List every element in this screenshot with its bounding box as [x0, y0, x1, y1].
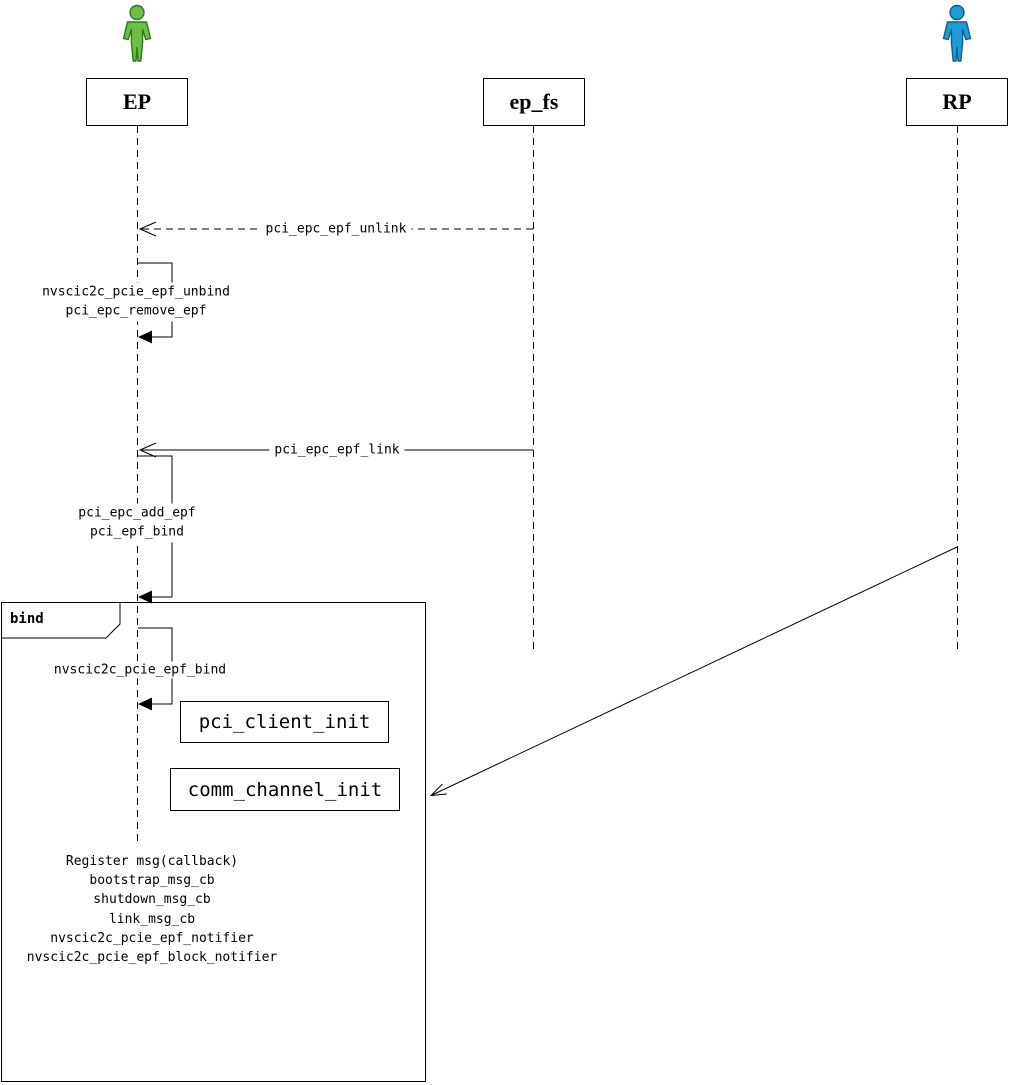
register-line-5: nvscic2c_pcie_epf_notifier [50, 930, 254, 946]
register-line-2: bootstrap_msg_cb [89, 873, 215, 889]
actor-label-rp: RP [942, 89, 972, 114]
add-epf-label-line-2: pci_epf_bind [90, 524, 184, 539]
link-message-label: pci_epc_epf_link [269, 441, 405, 459]
register-line-3: shutdown_msg_cb [93, 892, 211, 908]
actor-box-ep: EP [86, 78, 188, 126]
rp-person-icon [942, 4, 972, 62]
register-line-6: nvscic2c_pcie_epf_block_notifier [26, 950, 278, 966]
register-line-4: link_msg_cb [108, 911, 196, 927]
unbind-self-message-label: nvscic2c_pcie_epf_unbind pci_epc_remove_… [38, 282, 234, 322]
pci-client-init-box: pci_client_init [180, 701, 389, 743]
bind-frame-outline [1, 602, 426, 1082]
ep-person-icon [122, 4, 152, 62]
actor-box-rp: RP [906, 78, 1008, 126]
register-line-1: Register msg(callback) [65, 854, 239, 869]
actor-label-ep-fs: ep_fs [509, 89, 559, 114]
pci-client-init-label: pci_client_init [198, 711, 371, 733]
bind-frame-label: bind [10, 611, 44, 627]
comm-channel-init-label: comm_channel_init [187, 778, 383, 801]
unbind-label-line-1: nvscic2c_pcie_epf_unbind [42, 284, 230, 300]
unbind-label-line-2: pci_epc_remove_epf [65, 303, 207, 318]
actor-label-ep: EP [122, 89, 152, 114]
add-epf-label-line-1: pci_epc_add_epf [78, 505, 196, 521]
rp-to-comm-channel-arrow [429, 546, 958, 797]
actor-box-ep-fs: ep_fs [483, 78, 585, 126]
add-epf-self-message-label: pci_epc_add_epf pci_epf_bind [74, 503, 200, 543]
unlink-message-label: pci_epc_epf_unlink [260, 220, 412, 238]
comm-channel-init-box: comm_channel_init [170, 768, 400, 811]
epf-bind-self-message-label: nvscic2c_pcie_epf_bind [48, 661, 232, 679]
register-callbacks-block: Register msg(callback) bootstrap_msg_cb … [0, 852, 304, 967]
